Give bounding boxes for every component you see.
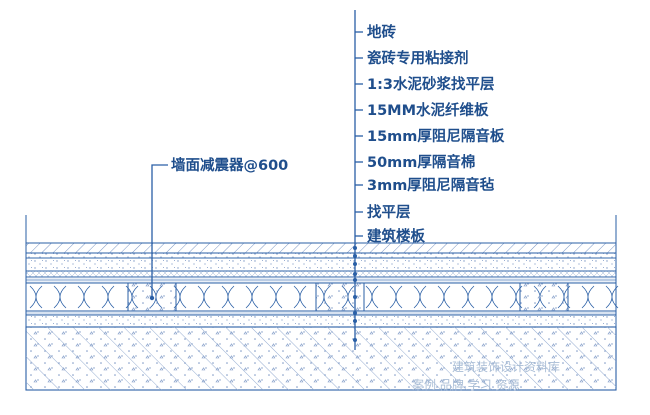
insulation-loop	[53, 285, 67, 309]
adhesive-layer	[25, 252, 617, 259]
leader-dot	[353, 295, 357, 299]
layer-labels: 地砖 瓷砖专用粘接剂 1:3水泥砂浆找平层 15MM水泥纤维板 15mm厚阻尼隔…	[367, 23, 505, 245]
label-leveling: 找平层	[367, 203, 411, 221]
damper-leader: 墙面减震器@600	[149, 156, 288, 301]
leader-dot	[353, 272, 357, 276]
watermark: 建筑装饰设计资料库 案例 品牌 学习 资源	[412, 359, 560, 392]
layer-leader	[353, 10, 363, 350]
insulation-loop	[365, 285, 379, 309]
label-ticks	[355, 31, 363, 237]
label-cement-fiber-board: 15MM水泥纤维板	[367, 101, 489, 119]
leader-dot	[353, 278, 357, 282]
watermark-line-1: 建筑装饰设计资料库	[452, 359, 560, 374]
leader-dot	[353, 254, 357, 258]
watermark-line-2: 案例 品牌 学习 资源	[412, 377, 519, 392]
damping-board-layer	[25, 276, 617, 284]
label-damping-board: 15mm厚阻尼隔音板	[367, 127, 505, 145]
insulation-loop	[197, 285, 211, 309]
insulation-loop	[101, 285, 115, 309]
label-floor-tile: 地砖	[367, 23, 396, 41]
leader-dot	[353, 338, 357, 342]
label-insulation: 50mm厚隔音棉	[367, 153, 475, 171]
insulation-loop	[77, 285, 91, 309]
insulation-loop	[269, 285, 283, 309]
insulation-loop	[437, 285, 451, 309]
label-structural-slab: 建筑楼板	[367, 227, 425, 245]
tile-layer	[25, 242, 617, 254]
structural-slab	[25, 326, 617, 391]
label-mortar-screed: 1:3水泥砂浆找平层	[367, 75, 494, 93]
insulation-loop	[245, 285, 259, 309]
damper-block-3	[519, 282, 569, 312]
leader-dot	[353, 246, 357, 250]
insulation-loop	[221, 285, 235, 309]
label-damping-felt: 3mm厚阻尼隔音毡	[367, 176, 495, 194]
insulation-loop	[389, 285, 403, 309]
insulation-loop	[581, 285, 595, 309]
leveling-layer	[25, 314, 617, 328]
insulation-loop	[461, 285, 475, 309]
label-wall-damper: 墙面减震器@600	[171, 156, 288, 174]
insulation-loop	[485, 285, 499, 309]
leader-dots	[353, 246, 357, 342]
mortar-screed-layer	[25, 257, 617, 272]
break-lines	[25, 215, 617, 335]
insulation-loop	[293, 285, 307, 309]
insulation-layer	[25, 282, 619, 312]
label-tile-adhesive: 瓷砖专用粘接剂	[367, 49, 469, 67]
insulation-loop	[29, 285, 43, 309]
cement-fiber-board-layer	[25, 270, 617, 278]
insulation-loop	[413, 285, 427, 309]
damping-felt-layer	[25, 310, 617, 316]
leader-dot	[353, 262, 357, 266]
leader-dot	[353, 319, 357, 323]
leader-dot	[353, 311, 357, 315]
